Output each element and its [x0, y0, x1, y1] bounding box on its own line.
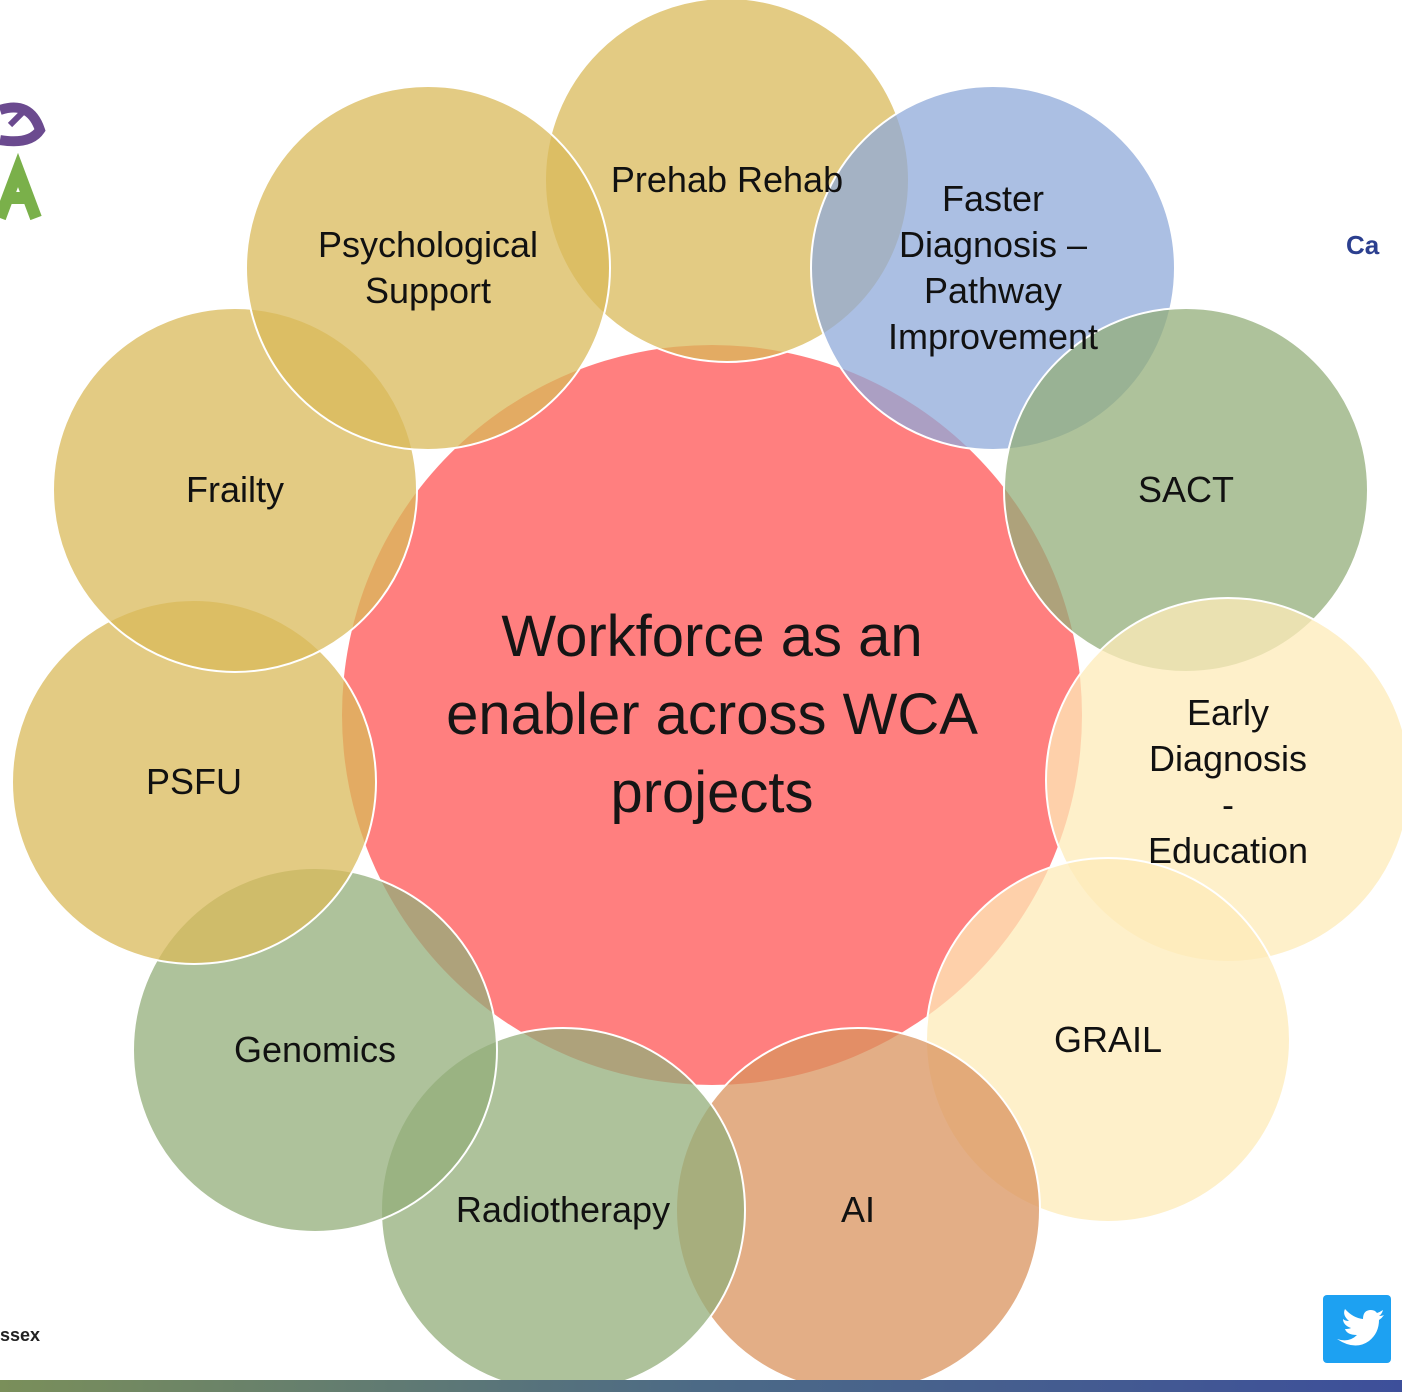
twitter-bird-icon	[1337, 1309, 1384, 1346]
twitter-icon[interactable]	[1323, 1295, 1391, 1363]
node-circle-psychological-support	[245, 85, 611, 451]
organisation-name-fragment: Ca	[1346, 230, 1380, 260]
logo-icon	[0, 102, 46, 221]
footer-text-fragment: ssex	[0, 1325, 41, 1345]
center-circle	[342, 345, 1082, 1085]
footer-color-bar	[0, 1380, 1402, 1392]
